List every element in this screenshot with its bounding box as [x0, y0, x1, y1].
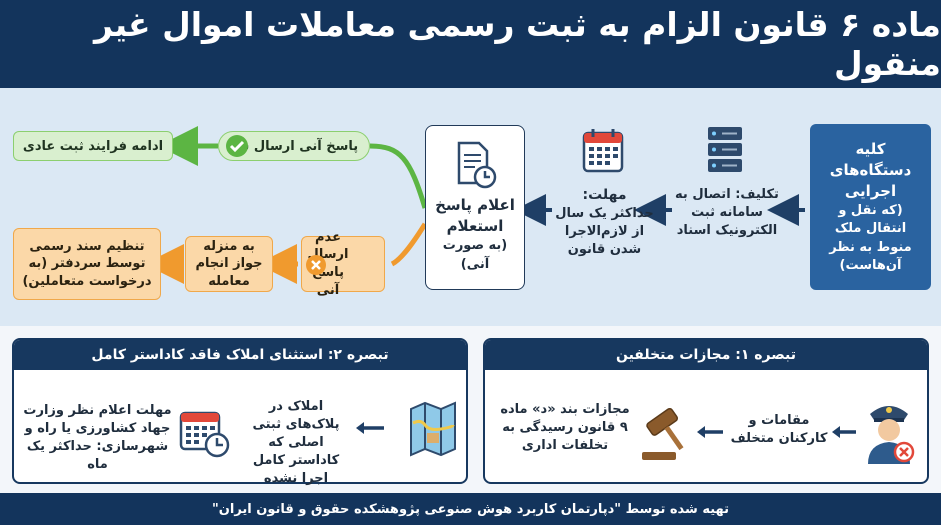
orange-connector — [390, 222, 428, 267]
deadline-body: حداکثر یک سال از لازم‌الاجرا شدن قانون — [555, 206, 654, 258]
police-officer-icon — [860, 396, 918, 466]
instant-reply-pill: پاسخ آنی ارسال شد — [218, 131, 370, 161]
obligation-text: تکلیف: اتصال به سامانه ثبت الکترونیک اسن… — [673, 186, 781, 240]
agencies-title: کلیه دستگاه‌های اجرایی — [829, 140, 912, 201]
note1-arrow-2 — [697, 426, 723, 438]
note2-deadline: مهلت اعلام نظر وزارت جهاد کشاورزی یا راه… — [23, 403, 172, 472]
checkmark-icon — [225, 134, 249, 158]
page-header: ماده ۶ قانون الزام به ثبت رسمی معاملات ا… — [0, 0, 941, 88]
note2-properties: املاک در پلاک‌های ثبتی اصلی که کاداستر ک… — [252, 399, 340, 486]
deadline-label: مهلت: — [582, 187, 627, 203]
inquiry-subtitle: (به صورت آنی) — [442, 238, 508, 272]
agencies-subtitle: (که نقل و انتقال ملک منوط به نظر آن‌هاست… — [829, 203, 912, 273]
calendar-icon — [578, 125, 628, 177]
document-clock-icon — [453, 141, 497, 189]
gavel-icon — [636, 402, 694, 464]
footer: تهیه شده توسط "دپارتمان کاربرد هوش صنوعی… — [0, 493, 941, 525]
note2-title: تبصره ۲: استثنای املاک فاقد کاداستر کامل — [14, 340, 466, 370]
note1-penalty: مجازات بند «د» ماده ۹ قانون رسیدگی به تخ… — [500, 402, 630, 453]
no-reply-box: عدم ارسال پاسخ آنی — [301, 230, 385, 298]
note1-title: تبصره ۱: مجازات متخلفین — [485, 340, 927, 370]
server-icon — [700, 125, 750, 177]
obligation-body: اتصال به سامانه ثبت الکترونیک اسناد — [675, 187, 778, 238]
instant-reply-label: پاسخ آنی ارسال شد — [229, 138, 359, 154]
obligation-label: تکلیف: — [735, 187, 779, 202]
continue-registration-box: ادامه فرایند ثبت عادی — [13, 131, 173, 161]
note2-arrow — [356, 422, 384, 434]
inquiry-card: اعلام پاسخ استعلام (به صورت آنی) — [425, 125, 525, 290]
draw-document-box: تنظیم سند رسمی توسط سردفتر (به درخواست م… — [13, 228, 161, 300]
note1-officials: مقامات و کارکنان متخلف — [730, 413, 828, 446]
page-title: ماده ۶ قانون الزام به ثبت رسمی معاملات ا… — [94, 5, 941, 83]
note1-panel: تبصره ۱: مجازات متخلفین — [483, 338, 929, 484]
agencies-box: کلیه دستگاه‌های اجرایی (که نقل و انتقال … — [810, 124, 931, 290]
deadline-text: مهلت: حداکثر یک سال از لازم‌الاجرا شدن ق… — [553, 186, 656, 259]
map-icon — [407, 399, 459, 459]
note2-panel: تبصره ۲: استثنای املاک فاقد کاداستر کامل — [12, 338, 468, 484]
inquiry-title: اعلام پاسخ استعلام — [435, 196, 515, 236]
note1-arrow-1 — [832, 426, 856, 438]
calendar-clock-icon — [177, 405, 231, 459]
green-connector — [369, 143, 428, 209]
as-permit-box: به منزله جواز انجام معامله — [185, 236, 273, 292]
flow-connectors — [144, 126, 805, 284]
cross-icon — [305, 254, 327, 276]
